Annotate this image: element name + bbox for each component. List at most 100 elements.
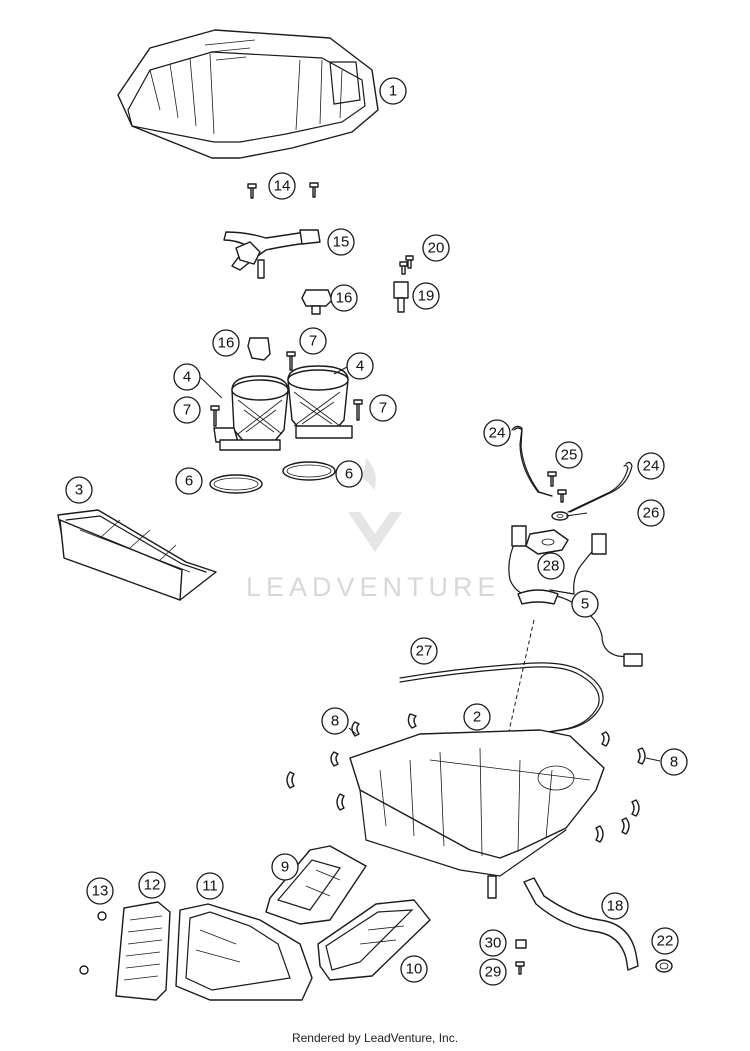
callout-4-right: 4	[346, 352, 374, 380]
callout-26: 26	[637, 499, 665, 527]
fastener-13-part	[79, 911, 107, 975]
svg-text:26: 26	[643, 505, 660, 522]
clip-8-part	[286, 713, 646, 843]
callout-30: 30	[479, 929, 507, 957]
svg-text:19: 19	[418, 288, 435, 305]
svg-text:12: 12	[144, 877, 161, 894]
bracket-28-part	[525, 529, 569, 555]
svg-text:24: 24	[489, 425, 506, 442]
callout-8-left: 8	[321, 707, 349, 735]
svg-text:14: 14	[274, 178, 291, 195]
callout-29: 29	[479, 958, 507, 986]
bolt-7-part	[210, 351, 363, 427]
air-filter-3-part	[57, 509, 217, 601]
screw-14-part	[247, 182, 319, 199]
screw-25-part	[547, 471, 567, 503]
svg-text:22: 22	[657, 933, 674, 950]
svg-text:11: 11	[202, 878, 218, 895]
svg-text:16: 16	[336, 290, 353, 307]
o-ring-6a-part	[209, 474, 263, 494]
svg-text:24: 24	[643, 458, 660, 475]
hose-assembly-15-part	[223, 229, 321, 279]
callout-28: 28	[537, 552, 565, 580]
breather-pipe-24b-part	[567, 461, 633, 513]
sensor-19-part	[393, 255, 414, 313]
callout-1: 1	[379, 77, 407, 105]
callout-9: 9	[271, 853, 299, 881]
callout-2: 2	[463, 703, 491, 731]
leader-lines	[199, 366, 661, 762]
hose-clamp-22-part	[655, 959, 673, 973]
callout-15: 15	[327, 228, 355, 256]
duct-housing-11-part	[175, 903, 313, 1001]
callout-24-left: 24	[483, 419, 511, 447]
callout-25: 25	[555, 441, 583, 469]
plug-30-part	[515, 939, 527, 949]
svg-text:28: 28	[543, 558, 560, 575]
svg-text:30: 30	[485, 935, 502, 952]
callout-18: 18	[601, 892, 629, 920]
callout-13: 13	[86, 877, 114, 905]
svg-text:18: 18	[607, 898, 624, 915]
callout-16-upper: 16	[330, 284, 358, 312]
svg-text:6: 6	[345, 466, 353, 483]
callout-6-right: 6	[335, 460, 363, 488]
airbox-lower-2-part	[349, 729, 605, 877]
svg-text:7: 7	[183, 402, 191, 419]
svg-text:9: 9	[281, 859, 289, 876]
intake-duct-9-part	[265, 845, 367, 925]
callout-7-top: 7	[299, 327, 327, 355]
svg-text:8: 8	[670, 754, 678, 771]
callout-4-left: 4	[173, 363, 201, 391]
injector-16a-part	[301, 289, 333, 315]
callout-11: 11	[196, 872, 224, 900]
callout-12: 12	[138, 871, 166, 899]
callout-10: 10	[400, 955, 428, 983]
svg-text:6: 6	[185, 473, 193, 490]
svg-text:25: 25	[561, 447, 578, 464]
breather-pipe-24a-part	[511, 425, 553, 497]
drain-hose-18-part	[487, 875, 639, 971]
intake-funnel-4a-part	[213, 375, 289, 451]
svg-text:4: 4	[183, 369, 191, 386]
callout-20: 20	[422, 234, 450, 262]
svg-text:7: 7	[309, 333, 317, 350]
callout-16-lower: 16	[212, 329, 240, 357]
callout-27: 27	[410, 637, 438, 665]
watermark-text: LEADVENTURE	[246, 572, 501, 602]
callout-22: 22	[651, 927, 679, 955]
callout-7-left: 7	[173, 396, 201, 424]
screw-29-part	[515, 961, 525, 975]
svg-text:20: 20	[428, 240, 445, 257]
svg-text:7: 7	[379, 400, 387, 417]
leadventure-watermark-logo	[348, 458, 402, 552]
svg-text:10: 10	[406, 961, 423, 978]
svg-text:5: 5	[581, 596, 589, 613]
callout-3: 3	[65, 476, 93, 504]
svg-text:27: 27	[416, 643, 433, 660]
callout-7-right: 7	[369, 394, 397, 422]
svg-text:8: 8	[331, 713, 339, 730]
callout-6-left: 6	[175, 467, 203, 495]
intake-grille-12-part	[115, 901, 171, 1001]
svg-text:15: 15	[333, 234, 350, 251]
svg-text:2: 2	[473, 709, 481, 726]
intake-funnel-4b-part	[287, 365, 353, 439]
o-ring-6b-part	[282, 461, 336, 481]
vent-hose-27-part	[399, 662, 604, 739]
callout-8-right: 8	[660, 748, 688, 776]
svg-text:4: 4	[356, 358, 364, 375]
svg-text:16: 16	[218, 335, 235, 352]
callout-19: 19	[412, 282, 440, 310]
svg-text:29: 29	[485, 964, 502, 981]
callout-24-right: 24	[637, 452, 665, 480]
washer-26-part	[551, 511, 569, 521]
intake-duct-10-part	[317, 899, 431, 981]
injector-16b-part	[247, 337, 271, 361]
svg-text:13: 13	[92, 883, 109, 900]
callout-5: 5	[571, 590, 599, 618]
footer-credit: Rendered by LeadVenture, Inc.	[291, 1031, 459, 1045]
callout-14: 14	[268, 172, 296, 200]
airbox-cover-part	[117, 29, 379, 159]
